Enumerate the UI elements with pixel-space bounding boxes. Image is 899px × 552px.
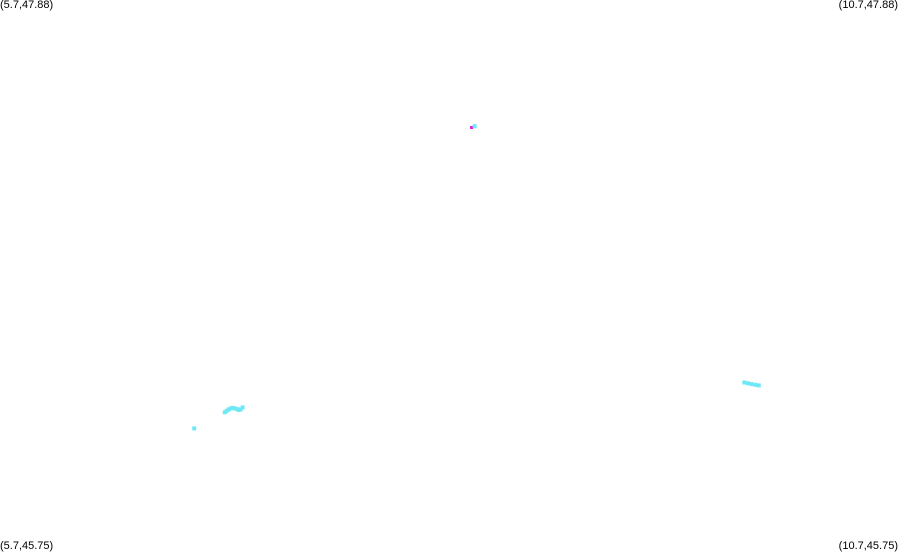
map-marker-cyan [756, 383, 761, 388]
map-marker-cyan [240, 405, 245, 410]
map-marker-magenta [470, 126, 474, 129]
map-marker-cyan [238, 407, 243, 412]
map-marker-cyan [753, 382, 758, 387]
corner-label-top-right: (10.7,47.88) [838, 0, 898, 11]
corner-label-bottom-right: (10.7,45.75) [838, 540, 898, 552]
map-marker-cyan [742, 380, 747, 385]
map-marker-cyan [472, 124, 477, 129]
map-marker-cyan [749, 382, 754, 387]
corner-label-top-left: (5.7,47.88) [0, 0, 54, 11]
map-marker-cyan [192, 426, 197, 431]
corner-label-bottom-left: (5.7,45.75) [0, 540, 54, 552]
map-marker-cyan [746, 381, 750, 386]
